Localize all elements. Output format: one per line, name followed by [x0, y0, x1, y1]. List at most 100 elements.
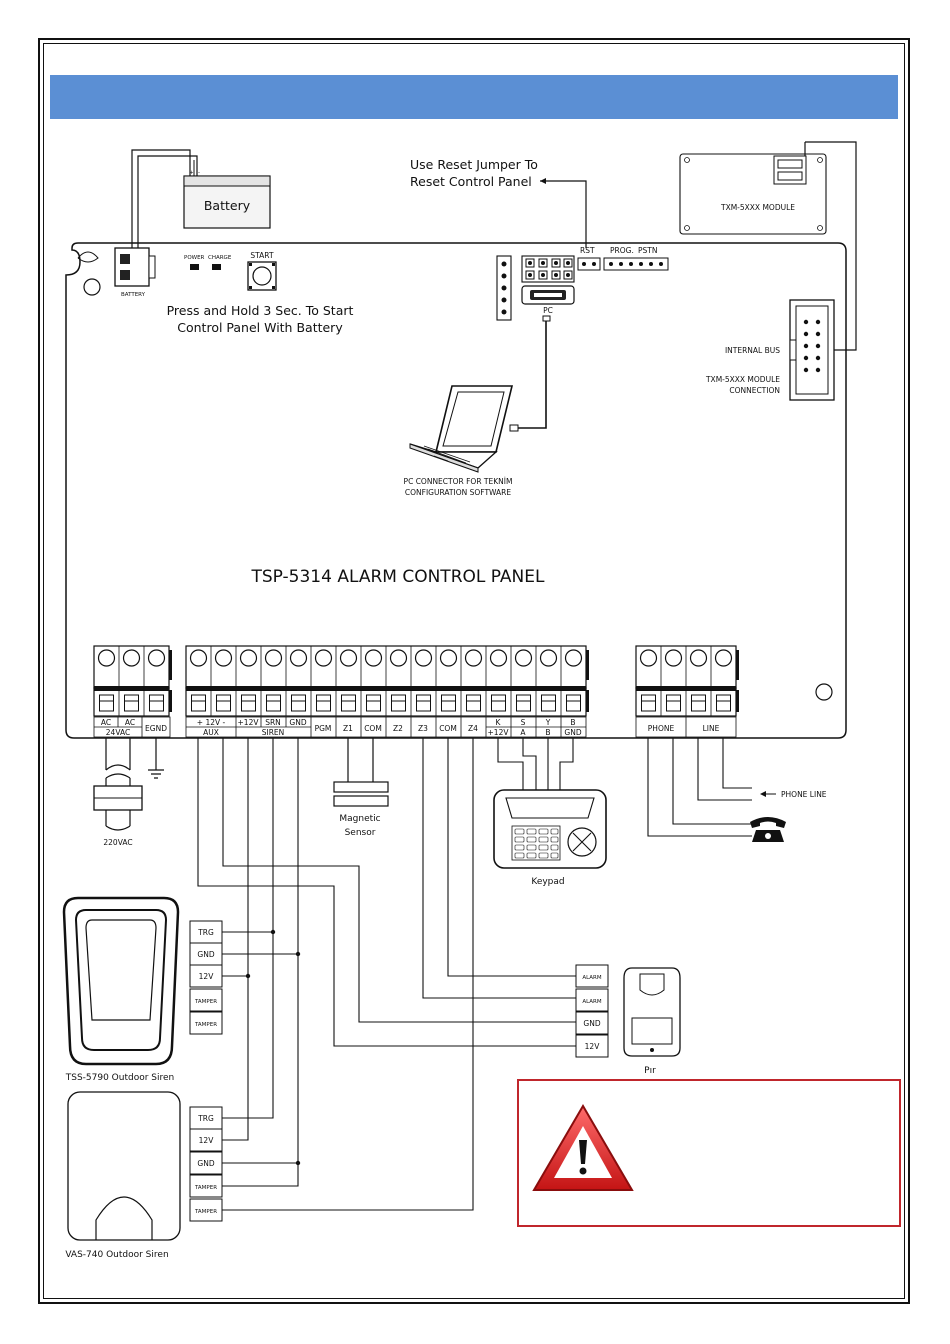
terminal-screw: [464, 649, 483, 667]
start-note-line2: Control Panel With Battery: [177, 320, 343, 335]
terminal-screw: [664, 649, 683, 667]
mount-hole-left: [83, 278, 101, 296]
terminal-screw: [564, 649, 583, 667]
terminal-screw: [414, 649, 433, 667]
terminal-screw: [189, 649, 208, 667]
pc-port-label: PC: [543, 306, 553, 315]
terminal-screw: [389, 649, 408, 667]
wire-junctions: [245, 929, 301, 1166]
term-y: Y: [545, 718, 551, 727]
terminal-label: ALARM: [582, 999, 602, 1005]
terminal-label: TAMPER: [194, 1209, 217, 1215]
term-24vac: 24VAC: [106, 728, 130, 737]
magnetic-sensor-line1: Magnetic: [339, 814, 380, 824]
header-bar: [50, 75, 898, 119]
txm-module-label: TXM-5XXX MODULE: [720, 203, 795, 212]
terminal-label: TRG: [197, 928, 214, 937]
pc-connector-line1: PC CONNECTOR FOR TEKNİM: [404, 477, 513, 486]
term-z4: Z4: [468, 724, 478, 733]
jumper-block: [521, 255, 575, 283]
status-leds: POWER CHARGE: [184, 255, 232, 270]
ground-icon: [148, 738, 164, 779]
terminal-screw: [314, 649, 333, 667]
battery: Battery + -: [183, 170, 271, 229]
pc-connector-line2: CONFIGURATION SOFTWARE: [405, 488, 511, 497]
terminal-screw: [122, 649, 141, 667]
pir-sensor-icon: [623, 967, 681, 1057]
internal-bus-conn-line2: CONNECTION: [729, 386, 780, 395]
terminal-screw: [539, 649, 558, 667]
tss-siren-label: TSS-5790 Outdoor Siren: [65, 1073, 175, 1083]
page-frame-outer: [38, 38, 910, 1304]
terminal-screw: [364, 649, 383, 667]
terminal-screw: [97, 649, 116, 667]
rst-label: RST: [580, 246, 595, 255]
term-ac1: AC: [101, 718, 111, 727]
terminal-screw: [214, 649, 233, 667]
pc-port: PC: [521, 285, 575, 322]
magnetic-sensor: Magnetic Sensor: [333, 781, 389, 838]
internal-bus-conn-line1: TXM-5XXX MODULE: [705, 375, 780, 384]
term-ac2: AC: [125, 718, 135, 727]
txm-module: TXM-5XXX MODULE: [679, 153, 827, 235]
keypad-icon: [493, 789, 607, 869]
internal-bus-label: INTERNAL BUS: [725, 346, 780, 355]
laptop-icon: [409, 385, 514, 473]
term-s: S: [521, 718, 526, 727]
telephone-icon: [750, 817, 786, 842]
transformer-icon: 220VAC: [93, 738, 143, 847]
term-z2: Z2: [393, 724, 403, 733]
terminal-screw: [264, 649, 283, 667]
term-k: K: [496, 718, 502, 727]
keypad-label: Keypad: [531, 877, 564, 887]
pstn-label: PSTN: [638, 246, 657, 255]
term-y-b: B: [545, 728, 550, 737]
pir-label: Pır: [644, 1066, 656, 1076]
reset-note-line1: Use Reset Jumper To: [410, 157, 538, 172]
terminal-screw: [639, 649, 658, 667]
prog-label: PROG.: [610, 246, 634, 255]
term-b: B: [570, 718, 575, 727]
term-z3: Z3: [418, 724, 428, 733]
term-com1: COM: [364, 724, 382, 733]
start-button: START: [247, 251, 277, 291]
terminal-label: TRG: [197, 1114, 214, 1123]
terminal-screw: [439, 649, 458, 667]
siren-pir-wiring: [197, 738, 576, 1211]
terminal-screw: [239, 649, 258, 667]
reset-note-line2: Reset Control Panel: [410, 174, 532, 189]
control-panel-board: [65, 242, 847, 739]
terminal-label: TAMPER: [194, 1185, 217, 1191]
terminal-blocks: [93, 645, 739, 717]
term-line: LINE: [703, 724, 720, 733]
magnetic-sensor-line2: Sensor: [345, 828, 376, 838]
terminal-screw: [339, 649, 358, 667]
battery-connector: BATTERY: [114, 247, 156, 298]
term-s-a: A: [520, 728, 526, 737]
charge-led-label: CHARGE: [208, 255, 232, 261]
terminal-screw: [689, 649, 708, 667]
terminal-label: TAMPER: [194, 1022, 217, 1028]
term-z1: Z1: [343, 724, 353, 733]
terminal-labels: AC AC 24VAC EGND + 12V - AUX +12V: [93, 716, 737, 738]
phone-line-label: PHONE LINE: [781, 790, 827, 799]
mount-hole-right: [815, 683, 833, 701]
term-k-12v: +12V: [488, 728, 510, 737]
start-note-line1: Press and Hold 3 Sec. To Start: [167, 303, 354, 318]
term-siren-gnd: GND: [289, 718, 306, 727]
terminal-label: GND: [583, 1019, 600, 1028]
page-frame-inner: [43, 43, 905, 1299]
terminal-label: TAMPER: [194, 999, 217, 1005]
transformer-label: 220VAC: [103, 838, 132, 847]
term-siren-srn: SRN: [265, 718, 281, 727]
term-aux-bottom: AUX: [203, 728, 219, 737]
term-b-gnd: GND: [564, 728, 581, 737]
terminal-screw: [489, 649, 508, 667]
term-phone: PHONE: [648, 724, 675, 733]
terminal-screw: [147, 649, 166, 667]
power-led-label: POWER: [184, 255, 205, 261]
